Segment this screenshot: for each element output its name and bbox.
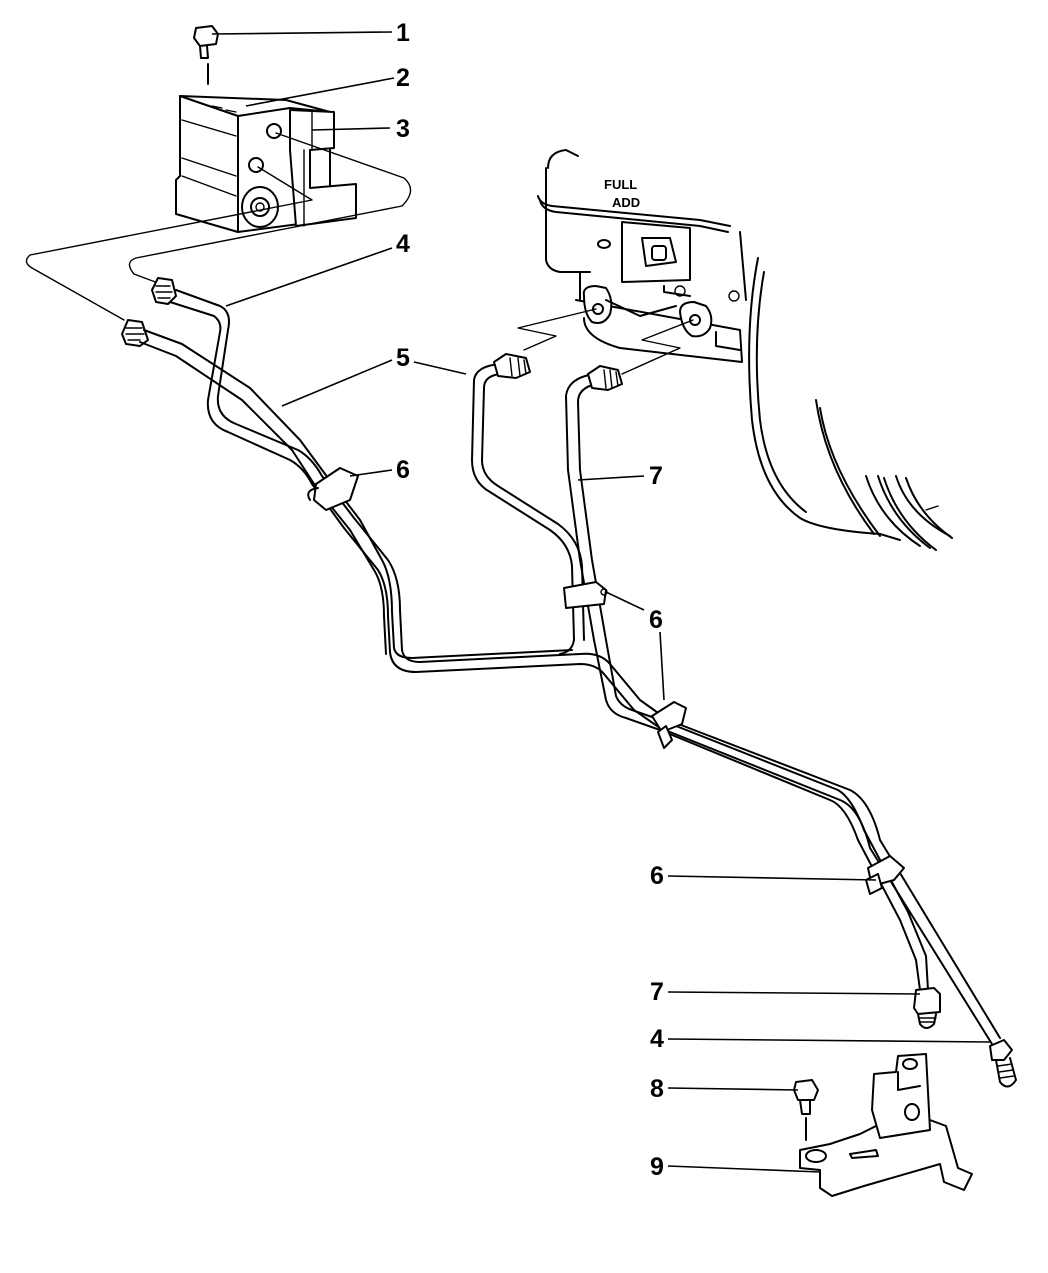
callout-6-left: 6	[396, 456, 410, 484]
brake-line-5-edge	[139, 341, 387, 655]
brake-line-4-edge	[169, 301, 993, 1045]
brake-line-5-reservoir	[471, 363, 575, 655]
brake-line-5-reservoir-edge	[481, 373, 585, 641]
reservoir-add-mark: ADD	[612, 195, 640, 210]
reservoir-full-mark: FULL	[604, 177, 637, 192]
outlet-guide-line-a	[517, 308, 597, 351]
callout-7-lower: 7	[650, 978, 664, 1006]
fitting-line-7-reservoir	[587, 365, 623, 391]
line-clip-a	[307, 467, 359, 511]
hydraulic-control-unit	[175, 95, 357, 233]
callout-7-top: 7	[649, 462, 663, 490]
fitting-line-4-end	[989, 1039, 1017, 1088]
callout-9: 9	[650, 1153, 664, 1181]
callout-leaders	[211, 31, 991, 1173]
junction-block-bracket	[799, 1053, 973, 1197]
fitting-line-5-reservoir	[493, 353, 531, 379]
line-clip-d	[865, 855, 905, 895]
line-clip-b	[563, 581, 608, 609]
fitting-line-7-end	[913, 987, 941, 1029]
callout-4-top: 4	[396, 230, 410, 258]
callout-6-center: 6	[649, 606, 663, 634]
fitting-line-4-upper	[151, 277, 177, 305]
brake-line-7	[565, 373, 921, 991]
bolt-bottom	[793, 1079, 819, 1141]
line-clip-c	[651, 701, 687, 749]
port-guide-line-a	[128, 132, 412, 284]
callout-8: 8	[650, 1075, 664, 1103]
brake-line-5	[143, 329, 573, 659]
callout-4-lower: 4	[650, 1025, 664, 1053]
brake-line-4	[175, 289, 1001, 1039]
outlet-guide-line-b	[621, 319, 694, 375]
callout-6-lower: 6	[650, 862, 664, 890]
callout-1: 1	[396, 19, 410, 47]
callout-2: 2	[396, 64, 410, 92]
brake-fluid-reservoir: FULL ADD	[537, 149, 747, 363]
callout-3: 3	[396, 115, 410, 143]
brake-line-7-edge	[577, 383, 929, 991]
port-guide-line-b	[25, 166, 313, 321]
bolt-top	[193, 25, 219, 85]
wheel-well	[748, 257, 953, 551]
fitting-line-5-upper	[121, 319, 149, 347]
callout-5: 5	[396, 344, 410, 372]
